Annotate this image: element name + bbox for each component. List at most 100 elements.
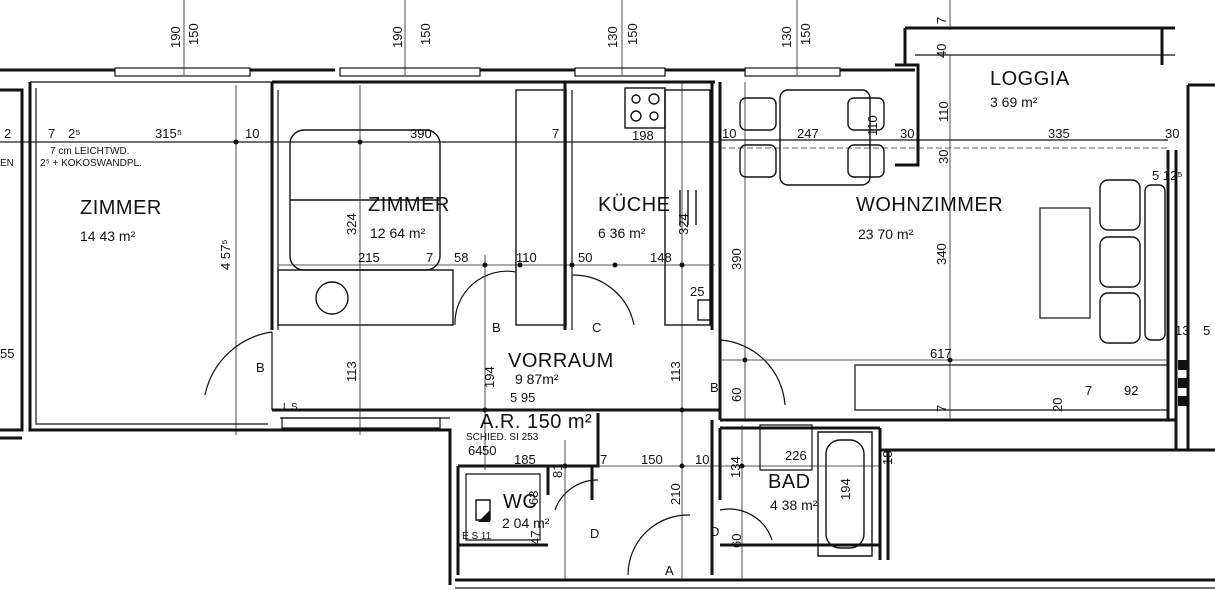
window-dim-1a: 190: [168, 26, 183, 48]
room-area-loggia: 3 69 m²: [990, 94, 1038, 110]
dim-label: 30: [1165, 126, 1179, 141]
dim-label: 60: [729, 534, 744, 548]
dim-label: 10: [722, 126, 736, 141]
marker-b: B: [256, 360, 265, 375]
dim-label: 7: [600, 452, 607, 467]
dimension-labels: 7 2⁵ 315⁵ 10 390 7 198 10 247 110 30 335…: [0, 115, 1210, 548]
note-leichtwand: 7 cm LEICHTWD.: [50, 146, 129, 157]
doors: [204, 270, 786, 576]
dim-label: 210: [668, 483, 683, 505]
furniture: [277, 87, 1188, 522]
dim-label: 30: [900, 126, 914, 141]
dim-label: 81: [550, 464, 565, 478]
room-area-kueche: 6 36 m²: [598, 225, 646, 241]
dim-label: 58: [454, 250, 468, 265]
room-name-abstellraum: A.R. 150 m²: [480, 411, 592, 433]
dim-label: 20: [1050, 398, 1065, 412]
dim-label: 30: [936, 150, 951, 164]
dim-label: 7: [1085, 383, 1092, 398]
dim-label: 215: [358, 250, 380, 265]
dim-label: 324: [676, 213, 691, 235]
dim-label: 194: [482, 366, 497, 388]
marker-d: D: [710, 524, 719, 539]
room-name-wc: WC: [503, 491, 537, 513]
plan-notes: 7 cm LEICHTWD. 2⁵ + KOKOSWANDPL. EN SCHI…: [0, 146, 539, 542]
dim-label: 110: [516, 250, 537, 265]
loggia-dim-110: 110: [936, 101, 951, 122]
dim-label: 55: [0, 346, 14, 361]
room-area-wohnzimmer: 23 70 m²: [858, 226, 914, 242]
room-name-vorraum: VORRAUM: [508, 350, 614, 372]
room-name-zimmer-2: ZIMMER: [368, 194, 450, 216]
window-dim-2b: 150: [418, 23, 433, 45]
marker-a: A: [665, 563, 674, 578]
room-name-zimmer-1: ZIMMER: [80, 197, 162, 219]
dim-label: 324: [344, 213, 359, 235]
marker-b: B: [492, 320, 501, 335]
dim-label: 150: [641, 452, 663, 467]
dim-label: 64: [468, 443, 482, 458]
dim-label: 10: [695, 452, 709, 467]
room-name-bad: BAD: [768, 471, 811, 493]
dim-label: 13: [1175, 323, 1189, 338]
dim-label: 25: [690, 284, 704, 299]
dim-label: 194: [838, 478, 853, 500]
room-name-wohnzimmer: WOHNZIMMER: [856, 194, 1003, 216]
room-area-zimmer-1: 14 43 m²: [80, 228, 136, 244]
window-dimension-labels: 190 150 190 150 130 150 130 150 7 40 110: [168, 17, 951, 122]
dim-label: 134: [728, 456, 743, 478]
marker-b: B: [710, 380, 719, 395]
dim-label: 226: [785, 448, 807, 463]
dim-label: 148: [650, 250, 672, 265]
window-dim-3a: 130: [605, 26, 620, 48]
note-kokoswand: 2⁵ + KOKOSWANDPL.: [40, 158, 142, 169]
window-dim-4b: 150: [798, 23, 813, 45]
room-area-zimmer-2: 12 64 m²: [370, 225, 426, 241]
dim-label: 7: [934, 405, 949, 412]
room-name-kueche: KÜCHE: [598, 194, 671, 216]
window-dim-2a: 190: [390, 26, 405, 48]
dim-label: 7: [48, 126, 55, 141]
room-area-bad: 4 38 m²: [770, 497, 818, 513]
dim-label: 113: [344, 361, 359, 382]
note-ls: L S: [283, 402, 298, 413]
dim-label: 10: [245, 126, 259, 141]
note-es: E S 11: [462, 531, 492, 542]
room-labels: ZIMMER 14 43 m² ZIMMER 12 64 m² KÜCHE 6 …: [80, 68, 1070, 531]
dim-label: 2: [4, 126, 11, 141]
dim-label: 5: [1203, 323, 1210, 338]
dim-label: 5 12⁵: [1152, 168, 1183, 183]
dim-label: 5 95: [510, 390, 535, 405]
dim-label: 92: [1124, 383, 1138, 398]
dim-label: 50: [578, 250, 592, 265]
dim-label: 247: [797, 126, 819, 141]
dim-label: 50: [482, 443, 496, 458]
dim-label: 110: [865, 115, 880, 136]
loggia-dim-40: 40: [934, 44, 949, 58]
dim-label: 113: [668, 361, 683, 382]
note-ten: EN: [0, 158, 14, 169]
dim-label: 335: [1048, 126, 1070, 141]
dimension-lines: [0, 55, 1168, 580]
marker-d: D: [590, 526, 599, 541]
note-schied: SCHIED. SI 253: [466, 432, 539, 443]
loggia-dim-7: 7: [934, 17, 949, 24]
section-markers: B B B C D D A: [256, 320, 719, 578]
top-dimension-lines: [183, 0, 951, 75]
dim-label: 7: [426, 250, 433, 265]
dim-label: 390: [410, 126, 432, 141]
dim-label: 617: [930, 346, 952, 361]
dim-label: 390: [729, 248, 744, 270]
dim-label: 60: [729, 388, 744, 402]
room-area-wc: 2 04 m²: [502, 515, 550, 531]
dim-label: 18: [880, 451, 895, 465]
marker-c: C: [592, 320, 601, 335]
room-area-vorraum: 9 87m²: [515, 371, 559, 387]
dim-label: 340: [934, 243, 949, 265]
room-name-loggia: LOGGIA: [990, 68, 1070, 90]
dim-label: 185: [514, 452, 536, 467]
dim-label: 2⁵: [68, 126, 81, 141]
dim-label: 7: [552, 126, 559, 141]
exterior-walls: [0, 26, 1215, 589]
